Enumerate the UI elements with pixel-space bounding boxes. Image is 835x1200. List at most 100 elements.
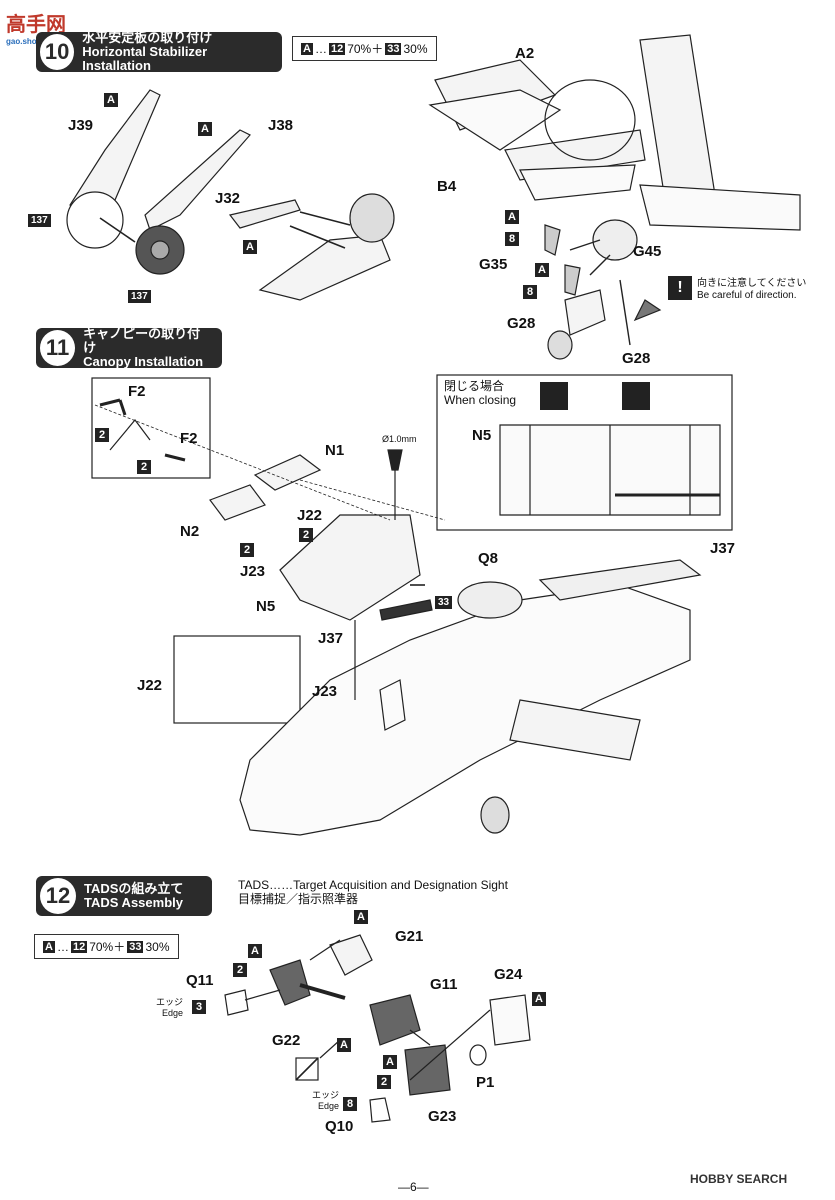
part-label-g23: G23 [428,1108,457,1125]
paint-a-g28: A [535,263,549,277]
direction-note-jp: 向きに注意してください [697,278,807,289]
watermark-logo: 高手网 gao.shou.com [6,8,66,46]
paint-a-g23: A [383,1055,397,1069]
tads-definition: TADS……Target Acquisition and Designation… [238,878,508,907]
step-11-number: 11 [40,330,76,366]
paint-pct-30: 30% [145,939,170,954]
page-number: —6— [398,1180,429,1194]
part-label-j23-detail: J23 [312,683,338,700]
paint-pct-30: 30% [403,41,428,56]
step-10-paint-callout: A … 12 70%＋ 33 30% [292,36,437,61]
watermark-logo-text: 高手网 [6,14,66,36]
step-11-header: 11 キャノピーの取り付け Canopy Installation [36,326,222,370]
code-137-b: 137 [128,290,151,303]
part-label-g45: G45 [633,243,662,260]
color-2-a: 2 [95,428,109,442]
step-10-number: 10 [40,34,75,70]
paint-pct-70: 70%＋ [89,940,126,954]
part-label-f2-b: F2 [180,430,198,447]
paint-a-g35: A [505,210,519,224]
color-8-q10: 8 [343,1097,357,1111]
part-label-b4: B4 [437,178,457,195]
when-closing-jp: 閉じる場合 [444,379,505,393]
paint-a-g24: A [532,992,546,1006]
part-label-j37: J37 [318,630,344,647]
edge-en: Edge [161,1007,184,1018]
drill-size: Ø1.0mm [382,434,417,444]
part-label-j38: J38 [268,117,294,134]
hobby-search-logo: HOBBY SEARCH [690,1172,788,1186]
part-label-g35: G35 [479,256,508,273]
part-label-j37-detail: J37 [710,540,736,557]
part-label-g24: G24 [494,966,523,983]
part-label-g28-b: G28 [622,350,651,367]
edge-jp: エッジ [156,997,184,1007]
paint-code-a: A [43,940,55,953]
part-label-q11: Q11 [186,972,214,989]
part-label-g28-a: G28 [507,315,536,332]
color-2-c: 2 [299,528,313,542]
code-137-a: 137 [28,214,51,227]
paint-code-12: 12 [328,42,346,55]
paint-a-j39: A [104,93,118,107]
part-label-g11: G11 [430,976,458,993]
paint-code-33: 33 [385,42,402,55]
part-label-a2: A2 [515,45,535,62]
part-label-n5: N5 [256,598,276,615]
part-label-j23: J23 [240,563,266,580]
color-2-b: 2 [137,460,151,474]
color-33: 33 [435,596,453,609]
direction-icon: ! [668,276,692,300]
tads-line-1: TADS……Target Acquisition and Designation… [238,878,508,892]
color-8-g35: 8 [505,232,519,246]
step-11-title-en: Canopy Installation [83,354,204,370]
color-8-g28: 8 [523,285,537,299]
paint-pct-70: 70%＋ [347,42,384,56]
paint-sep: … [314,41,327,56]
part-label-n2: N2 [180,523,200,540]
part-label-g21: G21 [395,928,424,945]
part-label-n5-detail: N5 [472,427,492,444]
when-closing-note: 閉じる場合 When closing [444,379,516,408]
part-label-q8: Q8 [478,550,499,567]
paint-a-j32: A [243,240,257,254]
part-label-n1: N1 [325,442,345,459]
paint-a-g21: A [354,910,368,924]
step-12-number: 12 [40,878,76,914]
glue-icon-a [540,382,568,410]
edge-jp-2: エッジ [312,1090,340,1100]
color-3: 3 [192,1000,206,1014]
part-label-q10: Q10 [325,1118,354,1135]
when-closing-en: When closing [444,393,517,408]
part-label-j39: J39 [68,117,94,134]
color-2-g22: 2 [233,963,247,977]
edge-note-2: エッジ Edge [312,1090,339,1112]
paint-a-g22: A [248,944,262,958]
direction-note: 向きに注意してください Be careful of direction. [697,278,806,302]
step-12-header: 12 TADSの組み立て TADS Assembly [36,876,212,916]
part-label-j22-detail: J22 [137,677,163,694]
edge-note: エッジ Edge [156,997,183,1019]
watermark-site-text: gao.shou.com [6,37,61,46]
part-label-j32: J32 [215,190,241,207]
tads-line-2: 目標捕捉／指示照準器 [238,892,359,907]
paint-code-a: A [301,42,313,55]
paint-a-g11: A [337,1038,351,1052]
color-2-d: 2 [240,543,254,557]
direction-note-en: Be careful of direction. [697,290,797,301]
step-12-paint-callout: A … 12 70%＋ 33 30% [34,934,179,959]
step-10-title-jp: 水平安定板の取り付け [82,29,213,45]
step-12-title-jp: TADSの組み立て [84,880,184,896]
part-label-f2-a: F2 [128,383,146,400]
step-10-header: 10 水平安定板の取り付け Horizontal Stabilizer Inst… [36,29,282,74]
color-2-g23: 2 [377,1075,391,1089]
paint-sep: … [56,939,69,954]
paint-code-33: 33 [127,940,144,953]
step-12-title-en: TADS Assembly [84,895,183,910]
edge-en-2: Edge [317,1100,340,1111]
step-10-title-en: Horizontal Stabilizer Installation [82,43,208,74]
paint-code-12: 12 [70,940,88,953]
paint-a-j38: A [198,122,212,136]
part-label-j22: J22 [297,507,323,524]
